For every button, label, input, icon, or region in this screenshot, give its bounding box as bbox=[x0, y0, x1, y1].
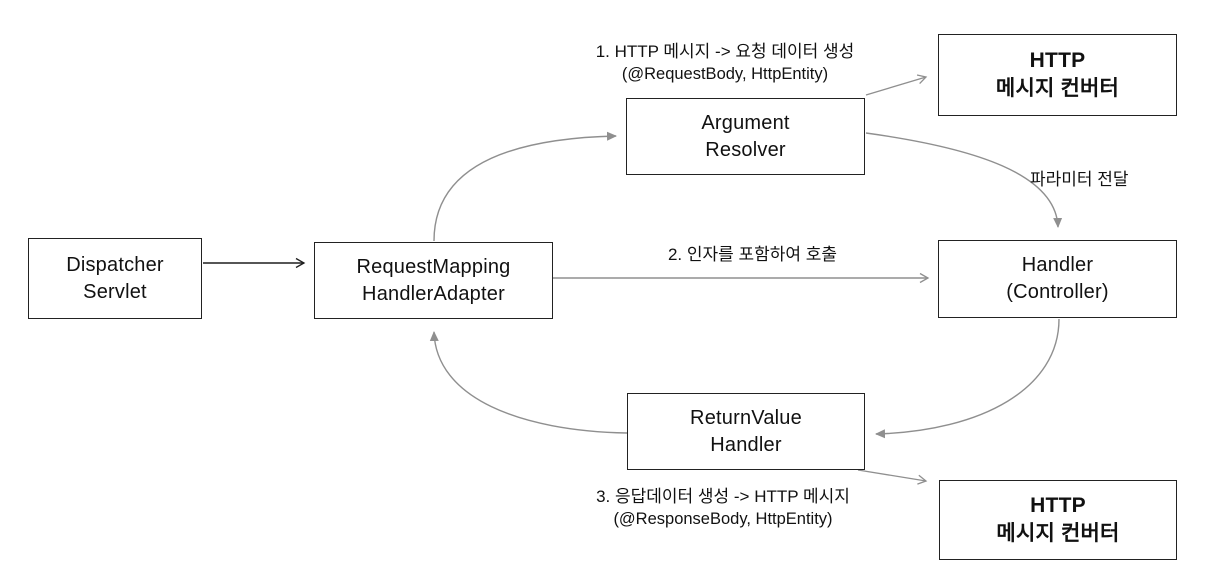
node-argument-resolver: Argument Resolver bbox=[626, 98, 865, 175]
annotation-step3: 3. 응답데이터 생성 -> HTTP 메시지 (@ResponseBody, … bbox=[558, 486, 888, 530]
node-dispatcher-servlet-line2: Servlet bbox=[83, 280, 147, 303]
node-dispatcher-servlet-line1: Dispatcher bbox=[66, 253, 164, 276]
node-http-converter-top-line1: HTTP bbox=[1029, 49, 1086, 72]
node-http-message-converter-top: HTTP 메시지 컨버터 bbox=[938, 34, 1177, 116]
node-http-message-converter-bottom: HTTP 메시지 컨버터 bbox=[939, 480, 1177, 560]
node-argument-resolver-line1: Argument bbox=[701, 111, 790, 134]
node-return-value-handler-line2: Handler bbox=[710, 433, 782, 456]
annotation-step3-line2: (@ResponseBody, HttpEntity) bbox=[613, 510, 833, 528]
node-dispatcher-servlet: Dispatcher Servlet bbox=[28, 238, 202, 319]
node-argument-resolver-line2: Resolver bbox=[705, 138, 786, 161]
arrow-return-value-handler-to-adapter bbox=[429, 331, 628, 434]
node-http-converter-top-line2: 메시지 컨버터 bbox=[995, 77, 1120, 100]
node-return-value-handler: ReturnValue Handler bbox=[627, 393, 865, 470]
annotation-step1: 1. HTTP 메시지 -> 요청 데이터 생성 (@RequestBody, … bbox=[560, 41, 890, 85]
node-handler-line2: (Controller) bbox=[1006, 281, 1109, 303]
node-handler-line1: Handler bbox=[1021, 254, 1094, 276]
node-http-converter-bottom-line2: 메시지 컨버터 bbox=[996, 522, 1120, 545]
annotation-step2-text: 2. 인자를 포함하여 호출 bbox=[667, 245, 838, 264]
arrow-adapter-to-argument-resolver bbox=[433, 131, 617, 242]
arrow-argument-resolver-to-http-converter-top bbox=[865, 74, 928, 96]
annotation-parameter-pass: 파라미터 전달 bbox=[1030, 165, 1129, 190]
arrow-handler-to-return-value-handler bbox=[875, 318, 1060, 439]
node-request-mapping-handler-adapter: RequestMapping HandlerAdapter bbox=[314, 242, 553, 319]
annotation-parameter-pass-text: 파라미터 전달 bbox=[1030, 170, 1129, 189]
annotation-step1-line2: (@RequestBody, HttpEntity) bbox=[621, 65, 829, 83]
node-http-converter-bottom-line1: HTTP bbox=[1030, 494, 1086, 517]
node-adapter-line2: HandlerAdapter bbox=[362, 282, 505, 305]
annotation-step2: 2. 인자를 포함하여 호출 bbox=[600, 244, 905, 266]
arrow-argument-resolver-to-handler bbox=[865, 132, 1063, 228]
arrow-return-value-handler-to-http-converter-bottom bbox=[857, 469, 928, 485]
annotation-step1-line1: 1. HTTP 메시지 -> 요청 데이터 생성 bbox=[595, 42, 855, 61]
node-return-value-handler-line1: ReturnValue bbox=[690, 406, 802, 429]
node-handler-controller: Handler (Controller) bbox=[938, 240, 1177, 318]
annotation-step3-line1: 3. 응답데이터 생성 -> HTTP 메시지 bbox=[596, 487, 850, 506]
node-adapter-line1: RequestMapping bbox=[356, 255, 511, 278]
